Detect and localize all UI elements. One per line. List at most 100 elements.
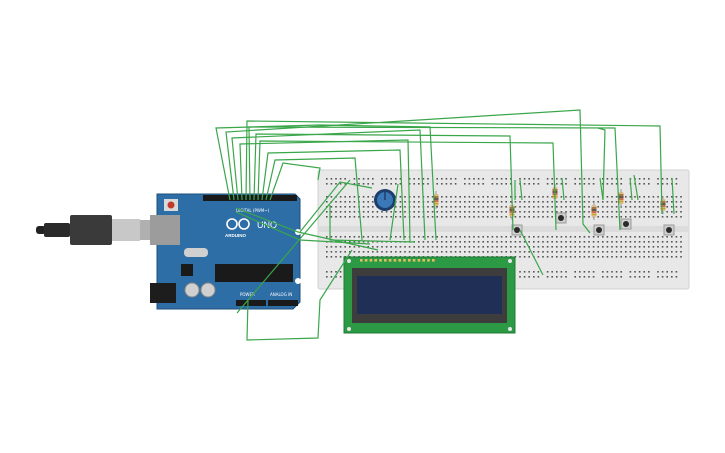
breadboard-hole — [546, 201, 549, 203]
breadboard-hole — [648, 276, 650, 278]
push-button[interactable] — [511, 224, 523, 236]
breadboard-hole — [496, 216, 498, 218]
breadboard-hole — [592, 201, 595, 203]
resistor-band — [433, 198, 439, 200]
breadboard-hole — [638, 271, 641, 273]
breadboard-hole — [473, 183, 475, 185]
breadboard-hole — [339, 246, 342, 248]
breadboard-hole — [671, 276, 673, 278]
breadboard-hole — [427, 206, 429, 208]
breadboard-hole — [556, 241, 558, 243]
breadboard-hole — [367, 201, 369, 203]
breadboard-hole — [385, 236, 388, 238]
breadboard-hole — [680, 246, 682, 248]
breadboard-hole — [606, 178, 609, 180]
breadboard-hole — [629, 271, 632, 273]
breadboard-hole — [491, 246, 494, 248]
breadboard-hole — [583, 256, 586, 258]
breadboard-hole — [372, 178, 374, 180]
resistor[interactable] — [433, 191, 439, 209]
breadboard-hole — [326, 251, 328, 253]
push-button[interactable] — [593, 224, 605, 236]
breadboard-hole — [491, 178, 494, 180]
breadboard-hole — [560, 196, 563, 198]
breadboard-hole — [648, 211, 650, 213]
breadboard-hole — [560, 211, 563, 213]
breadboard-hole — [680, 241, 682, 243]
breadboard-hole — [579, 246, 581, 248]
breadboard-hole — [569, 256, 572, 258]
breadboard-hole — [514, 206, 517, 208]
breadboard-hole — [477, 206, 480, 208]
push-button-cap[interactable] — [666, 227, 672, 233]
breadboard-hole — [326, 236, 328, 238]
breadboard-hole — [528, 216, 530, 218]
small-chip — [181, 264, 193, 276]
breadboard-hole — [390, 251, 392, 253]
breadboard-hole — [533, 276, 535, 278]
potentiometer[interactable] — [374, 189, 396, 211]
resistor[interactable] — [591, 202, 597, 220]
breadboard-hole — [450, 211, 452, 213]
resistor[interactable] — [618, 189, 624, 207]
breadboard-hole — [372, 246, 374, 248]
breadboard-hole — [358, 183, 360, 185]
breadboard-hole — [588, 201, 590, 203]
push-button-cap[interactable] — [558, 215, 564, 221]
wire — [245, 120, 663, 215]
breadboard-hole — [675, 256, 678, 258]
breadboard-hole — [376, 251, 379, 253]
breadboard-hole — [643, 183, 645, 185]
push-button-cap[interactable] — [596, 227, 602, 233]
breadboard-hole — [583, 216, 586, 218]
breadboard-hole — [528, 276, 530, 278]
breadboard-hole — [569, 206, 572, 208]
breadboard-hole — [620, 211, 622, 213]
breadboard-hole — [427, 178, 429, 180]
breadboard-hole — [661, 178, 664, 180]
breadboard-hole — [491, 211, 494, 213]
breadboard-hole — [675, 206, 678, 208]
wire — [253, 133, 514, 231]
breadboard-hole — [349, 246, 351, 248]
breadboard-hole — [372, 201, 374, 203]
breadboard-hole — [528, 241, 530, 243]
breadboard-hole — [592, 236, 595, 238]
breadboard-hole — [477, 196, 480, 198]
breadboard-hole — [459, 236, 461, 238]
breadboard-hole — [556, 211, 558, 213]
breadboard-hole — [602, 251, 604, 253]
breadboard-hole — [418, 201, 420, 203]
push-button[interactable] — [663, 224, 675, 236]
breadboard-hole — [680, 201, 682, 203]
breadboard-hole — [528, 183, 530, 185]
breadboard-hole — [358, 196, 360, 198]
lcd-pin — [398, 259, 401, 262]
breadboard-hole — [339, 251, 342, 253]
breadboard-hole — [675, 201, 678, 203]
push-button[interactable] — [555, 212, 567, 224]
breadboard-hole — [339, 201, 342, 203]
wire — [599, 177, 604, 201]
breadboard-hole — [675, 216, 678, 218]
breadboard-hole — [588, 246, 590, 248]
breadboard-hole — [381, 178, 383, 180]
breadboard-hole — [418, 211, 420, 213]
push-button[interactable] — [620, 218, 632, 230]
breadboard-hole — [565, 183, 567, 185]
breadboard-hole — [505, 236, 507, 238]
breadboard-hole — [344, 178, 346, 180]
breadboard-hole — [362, 183, 365, 185]
push-button-cap[interactable] — [623, 221, 629, 227]
breadboard-hole — [579, 201, 581, 203]
breadboard-hole — [620, 246, 622, 248]
breadboard-hole — [353, 206, 356, 208]
breadboard-hole — [569, 236, 572, 238]
breadboard-hole — [468, 178, 471, 180]
breadboard-hole — [643, 241, 645, 243]
breadboard-hole — [399, 183, 402, 185]
lcd-pin — [417, 259, 421, 262]
push-button-cap[interactable] — [514, 227, 520, 233]
breadboard-hole — [413, 246, 415, 248]
breadboard-hole — [349, 206, 351, 208]
